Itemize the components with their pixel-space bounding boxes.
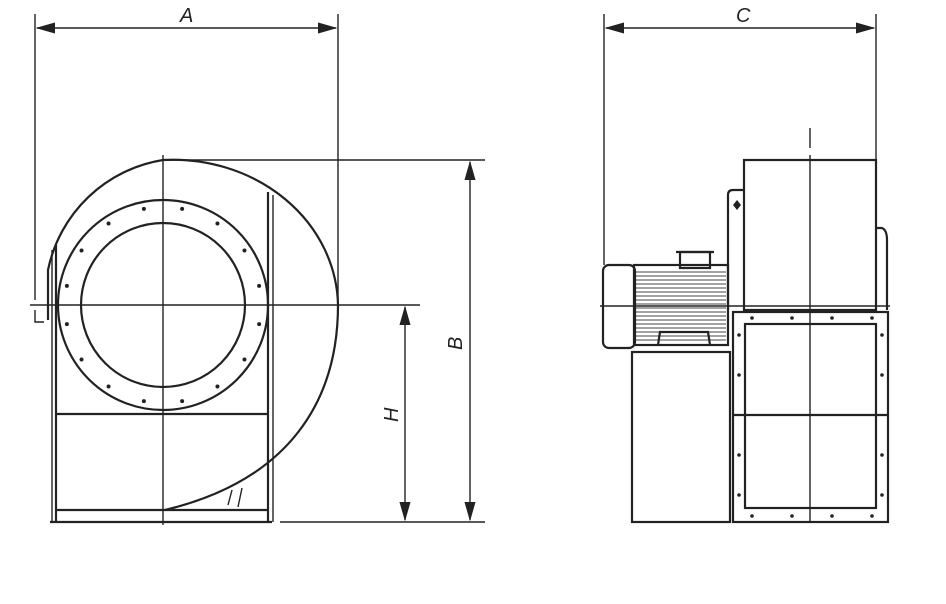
bolt-hole	[790, 514, 794, 518]
front-view: A B H	[30, 5, 485, 525]
dimension-h-label: H	[381, 407, 403, 422]
bolt-hole	[790, 316, 794, 320]
bolt-hole	[870, 316, 874, 320]
bolt-hole	[737, 373, 741, 377]
bolt-hole	[830, 316, 834, 320]
bolt-hole	[106, 221, 111, 226]
bolt-hole	[79, 357, 84, 362]
bolt-hole	[215, 221, 220, 226]
motor-cooling-fins	[636, 271, 726, 341]
side-view: C	[600, 5, 890, 524]
bolt-hole	[737, 453, 741, 457]
bolt-hole	[141, 206, 146, 211]
scroll-housing-left	[46, 158, 164, 320]
bolt-hole	[750, 316, 754, 320]
dimension-a-label: A	[179, 5, 193, 27]
cutoff-braces	[227, 487, 243, 508]
bearing-icon	[733, 200, 741, 210]
bolt-hole	[180, 206, 185, 211]
bolt-hole	[257, 322, 262, 327]
bolt-hole	[880, 493, 884, 497]
bolt-hole	[242, 357, 247, 362]
housing-lip	[876, 226, 889, 310]
flange-bolts	[64, 206, 262, 404]
bolt-hole	[750, 514, 754, 518]
bolt-hole	[880, 333, 884, 337]
bolt-hole	[830, 514, 834, 518]
bolt-hole	[106, 384, 111, 389]
inlet-stub	[34, 310, 44, 323]
bolt-hole	[737, 493, 741, 497]
bolt-hole	[64, 283, 69, 288]
bolt-hole	[870, 514, 874, 518]
bolt-hole	[215, 384, 220, 389]
dimension-b-label: B	[445, 337, 467, 350]
scroll-housing	[162, 158, 340, 512]
bolt-hole	[257, 283, 262, 288]
dimension-c-label: C	[736, 5, 751, 27]
motor-bracket	[726, 188, 744, 310]
bolt-hole	[79, 248, 84, 253]
motor-pedestal	[630, 350, 732, 524]
bolt-hole	[141, 399, 146, 404]
bolt-hole	[64, 322, 69, 327]
motor-foot	[656, 330, 712, 346]
bolt-hole	[880, 373, 884, 377]
bolt-hole	[880, 453, 884, 457]
bolt-hole	[242, 248, 247, 253]
bolt-hole	[180, 399, 185, 404]
bolt-hole	[737, 333, 741, 337]
outlet-flange-bolts	[737, 316, 884, 518]
